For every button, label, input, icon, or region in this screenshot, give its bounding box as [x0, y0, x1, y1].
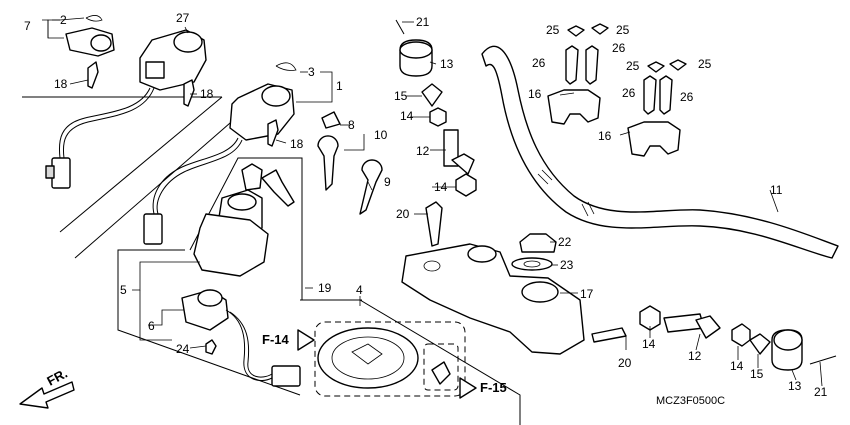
label-1: 1 [336, 79, 343, 93]
switch-1 [143, 62, 297, 245]
label-21b: 21 [814, 385, 828, 399]
front-arrow [19, 381, 75, 409]
label-12a: 12 [416, 144, 430, 158]
label-17: 17 [580, 287, 594, 301]
label-6: 6 [148, 319, 155, 333]
part-labels: 7 2 18 27 18 3 1 18 8 10 9 5 6 24 19 4 2… [24, 11, 828, 399]
ref-arrows [297, 329, 477, 399]
label-26d: 26 [680, 90, 694, 104]
label-14d: 14 [730, 359, 744, 373]
label-18c: 18 [290, 137, 304, 151]
label-14c: 14 [642, 337, 656, 351]
label-11: 11 [770, 183, 783, 197]
ref-f15[interactable]: F-15 [480, 380, 507, 395]
label-5: 5 [120, 283, 127, 297]
label-25d: 25 [698, 57, 712, 71]
label-24: 24 [176, 342, 190, 356]
label-25c: 25 [626, 59, 640, 73]
label-10: 10 [374, 128, 388, 142]
label-13b: 13 [788, 379, 802, 393]
label-13a: 13 [440, 57, 454, 71]
label-9: 9 [384, 175, 391, 189]
label-7: 7 [24, 19, 31, 33]
label-21a: 21 [416, 15, 430, 29]
label-14b: 14 [434, 180, 448, 194]
label-16b: 16 [598, 129, 612, 143]
label-25a: 25 [546, 23, 560, 37]
label-19: 19 [318, 281, 332, 295]
top-bridge-17 [401, 233, 585, 355]
label-16a: 16 [528, 87, 542, 101]
label-3: 3 [308, 65, 315, 79]
label-15a: 15 [394, 89, 408, 103]
switch-housing-7 [65, 15, 115, 89]
sensor-6 [181, 289, 301, 387]
label-8: 8 [348, 118, 355, 132]
label-20b: 20 [618, 356, 632, 370]
label-26a: 26 [532, 56, 546, 70]
label-26b: 26 [612, 41, 626, 55]
steering-column-upper [395, 19, 477, 247]
label-12b: 12 [688, 349, 702, 363]
leader-lines [42, 17, 823, 387]
ref-f14[interactable]: F-14 [262, 332, 290, 347]
label-23: 23 [560, 258, 574, 272]
label-18b: 18 [200, 87, 214, 101]
steering-column-lower [591, 305, 837, 371]
diagram-code: MCZ3F0500C [656, 395, 725, 407]
label-15b: 15 [750, 367, 764, 381]
switch-27 [45, 29, 207, 189]
ignition-switch-5 [193, 163, 295, 277]
handlebar-clamps-16 [547, 23, 687, 157]
label-14a: 14 [400, 109, 414, 123]
label-4: 4 [356, 283, 363, 297]
label-27: 27 [176, 11, 190, 25]
label-25b: 25 [616, 23, 630, 37]
label-22: 22 [558, 235, 572, 249]
label-18a: 18 [54, 77, 68, 91]
keys [317, 111, 383, 215]
handlebar-11 [481, 45, 839, 259]
label-20a: 20 [396, 207, 410, 221]
label-2: 2 [60, 13, 67, 27]
label-26c: 26 [622, 86, 636, 100]
fuel-cap-4 [314, 321, 466, 397]
